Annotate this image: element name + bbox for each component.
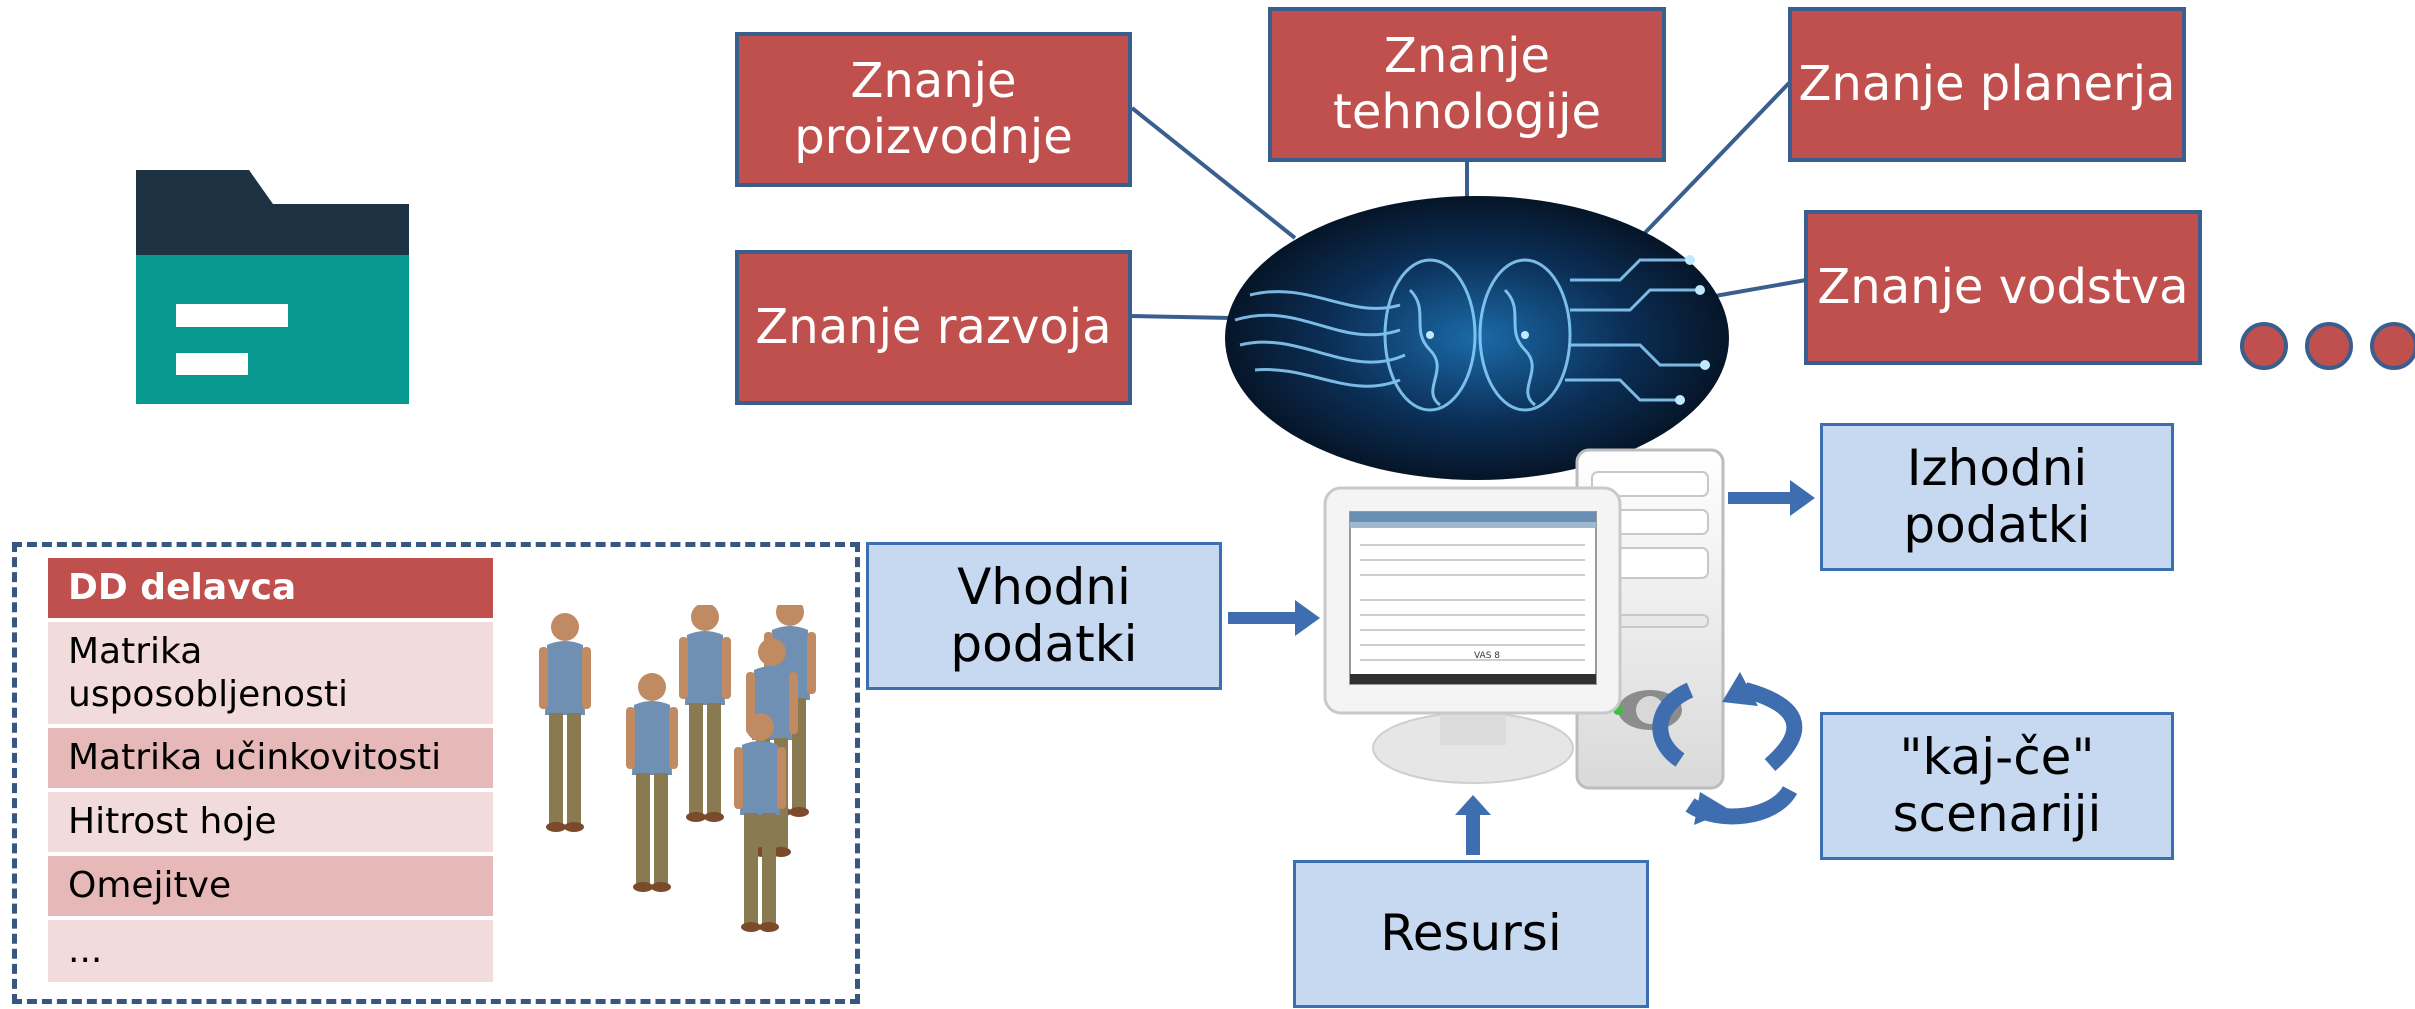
folder-icon [136, 170, 409, 404]
worker-table-row: Matrika usposobljenosti [48, 622, 493, 724]
worker-table-row: Hitrost hoje [48, 792, 493, 852]
worker-table-row: Matrika učinkovitosti [48, 728, 493, 788]
brain-network-image [1225, 196, 1729, 480]
output-data-box: Izhodni podatki [1820, 423, 2174, 571]
knowledge-box-tehnologije: Znanje tehnologije [1268, 7, 1666, 162]
connector-lines [1130, 80, 1807, 320]
knowledge-box-vodstva: Znanje vodstva [1804, 210, 2202, 365]
what-if-scenarios-box: "kaj-če" scenariji [1820, 712, 2174, 860]
resources-box: Resursi [1293, 860, 1649, 1008]
input-arrow-icon [1228, 600, 1320, 636]
worker-table-row: ... [48, 920, 493, 982]
knowledge-box-planerja: Znanje planerja [1788, 7, 2186, 162]
worker-table-row: Omejitve [48, 856, 493, 916]
knowledge-box-proizvodnje: Znanje proizvodnje [735, 32, 1132, 187]
flow-arrows [1228, 480, 1815, 855]
workers-figures-image [539, 605, 816, 932]
ellipsis-dot [2240, 322, 2288, 370]
worker-table-header: DD delavca [48, 558, 493, 618]
input-data-box: Vhodni podatki [866, 542, 1222, 690]
computer-monitor-icon: VAS 8 [1323, 486, 1622, 784]
knowledge-box-razvoja: Znanje razvoja [735, 250, 1132, 405]
ellipsis-dot [2305, 322, 2353, 370]
worker-data-table: DD delavca Matrika usposobljenosti Matri… [48, 558, 493, 986]
ellipsis-dot [2370, 322, 2415, 370]
monitor-screen-label: VAS 8 [1474, 651, 1500, 661]
worker-data-panel [12, 542, 860, 1004]
resources-arrow-icon [1455, 795, 1491, 855]
output-arrow-icon [1728, 480, 1815, 516]
more-ellipsis-icon [2240, 322, 2415, 370]
